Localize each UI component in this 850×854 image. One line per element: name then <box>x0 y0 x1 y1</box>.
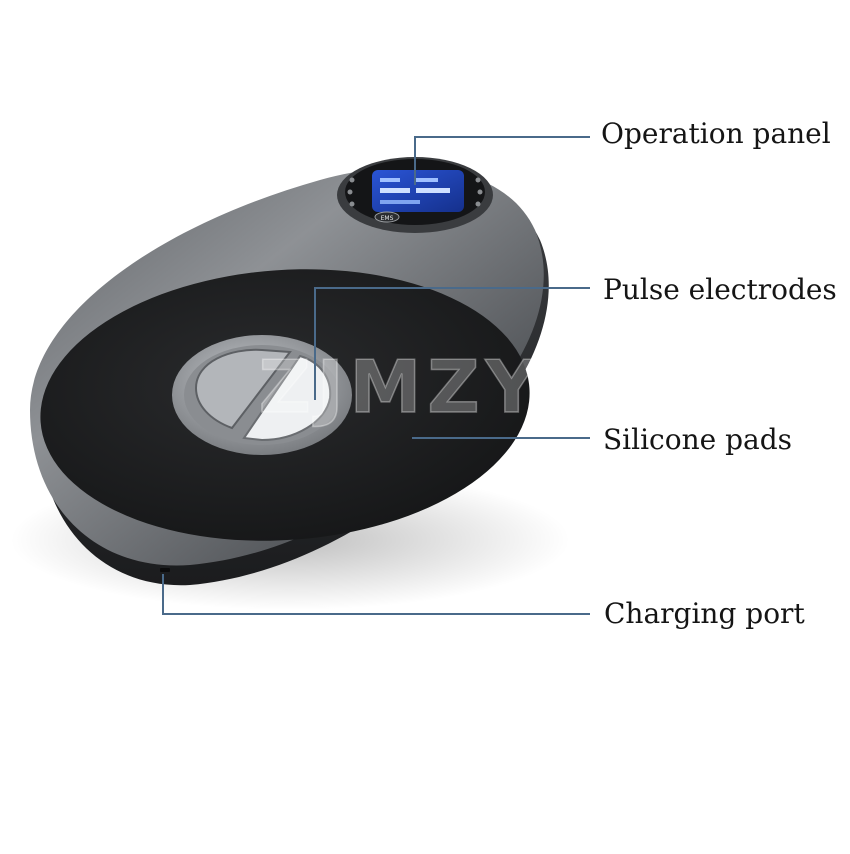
device-logo-badge <box>374 211 400 223</box>
label-silicone-pads: Silicone pads <box>603 423 792 456</box>
panel-button-dot <box>347 189 353 195</box>
screen-readout-bar <box>416 178 438 182</box>
pulse-electrode-left <box>194 348 292 430</box>
screen-readout-bar <box>380 188 410 193</box>
pulse-electrode-right <box>242 354 332 442</box>
screen-readout-bar <box>416 188 450 193</box>
label-operation-panel: Operation panel <box>601 117 831 150</box>
panel-button-dot <box>477 189 483 195</box>
screen-readout-bar <box>380 200 420 204</box>
panel-button-dot <box>349 201 355 207</box>
label-pulse-electrodes: Pulse electrodes <box>603 273 837 306</box>
charging-port <box>160 568 170 572</box>
device-logo-text: EMS <box>381 215 394 222</box>
panel-button-dot <box>475 177 481 183</box>
screen-readout-bar <box>380 178 400 182</box>
leader-line-operation-panel <box>414 136 590 185</box>
panel-button-dot <box>475 201 481 207</box>
panel-button-dot <box>349 177 355 183</box>
label-charging-port: Charging port <box>604 597 805 630</box>
leader-line-pulse-electrodes <box>314 287 590 400</box>
watermark: ZJMZYM <box>259 345 622 429</box>
leader-line-charging-port <box>162 574 590 615</box>
